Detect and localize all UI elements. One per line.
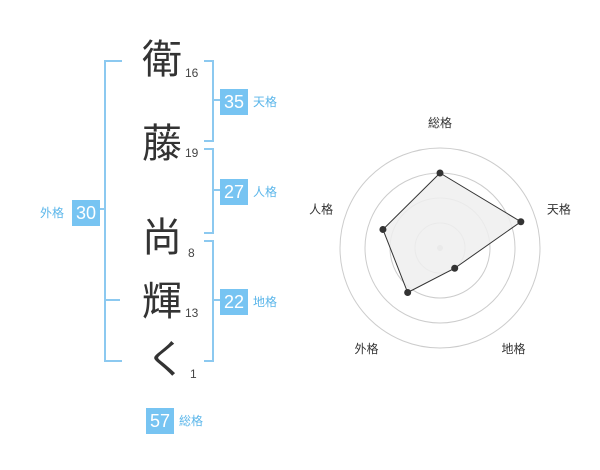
name-char-4: 輝 bbox=[142, 279, 182, 325]
radar-axis-label-2: 天格 bbox=[547, 201, 571, 216]
name-char-3: 尚 bbox=[142, 215, 182, 261]
stroke-count-3: 8 bbox=[188, 246, 195, 260]
stroke-count-5: 1 bbox=[190, 367, 197, 381]
radar-ring-4 bbox=[339, 147, 541, 349]
tenkaku-value-badge: 35 bbox=[220, 89, 248, 115]
radar-point-5 bbox=[379, 225, 387, 233]
chikaku-value-badge: 22 bbox=[220, 289, 248, 315]
gaikaku-bracket bbox=[104, 60, 122, 362]
soukaku-value-badge: 57 bbox=[146, 408, 174, 434]
tenkaku-label: 天格 bbox=[253, 95, 278, 109]
soukaku-label: 総格 bbox=[179, 414, 204, 428]
chikaku-label: 地格 bbox=[253, 295, 278, 309]
jinkaku-bracket bbox=[204, 148, 214, 234]
tenkaku-bracket-tick bbox=[212, 99, 220, 101]
stroke-count-4: 13 bbox=[185, 306, 199, 320]
jinkaku-label: 人格 bbox=[253, 185, 278, 199]
chikaku-bracket-tick bbox=[212, 299, 220, 301]
name-char-5: く bbox=[146, 337, 186, 383]
chikaku-bracket bbox=[204, 240, 214, 362]
jinkaku-value-badge: 27 bbox=[220, 179, 248, 205]
gaikaku-bracket-tick-top bbox=[104, 299, 120, 301]
radar-point-3 bbox=[451, 264, 459, 272]
jinkaku-bracket-tick bbox=[212, 189, 220, 191]
stroke-count-2: 19 bbox=[185, 146, 199, 160]
gaikaku-bracket-tick-mid bbox=[96, 208, 104, 210]
radar-point-4 bbox=[404, 288, 412, 296]
radar-axis-label-3: 地格 bbox=[501, 341, 525, 356]
radar-polygon bbox=[382, 172, 522, 294]
radar-axis-label-1: 総格 bbox=[428, 115, 452, 130]
radar-point-1 bbox=[436, 169, 444, 177]
name-char-2: 藤 bbox=[142, 121, 182, 167]
radar-polygon-group bbox=[379, 169, 525, 296]
radar-axis-label-5: 人格 bbox=[309, 201, 333, 216]
stroke-count-1: 16 bbox=[185, 66, 199, 80]
radar-point-2 bbox=[517, 218, 525, 226]
name-char-1: 衛 bbox=[142, 37, 182, 83]
tenkaku-bracket bbox=[204, 60, 214, 142]
radar-axis-label-4: 外格 bbox=[355, 341, 379, 356]
gaikaku-value-badge: 30 bbox=[72, 200, 100, 226]
gaikaku-label: 外格 bbox=[40, 206, 65, 220]
